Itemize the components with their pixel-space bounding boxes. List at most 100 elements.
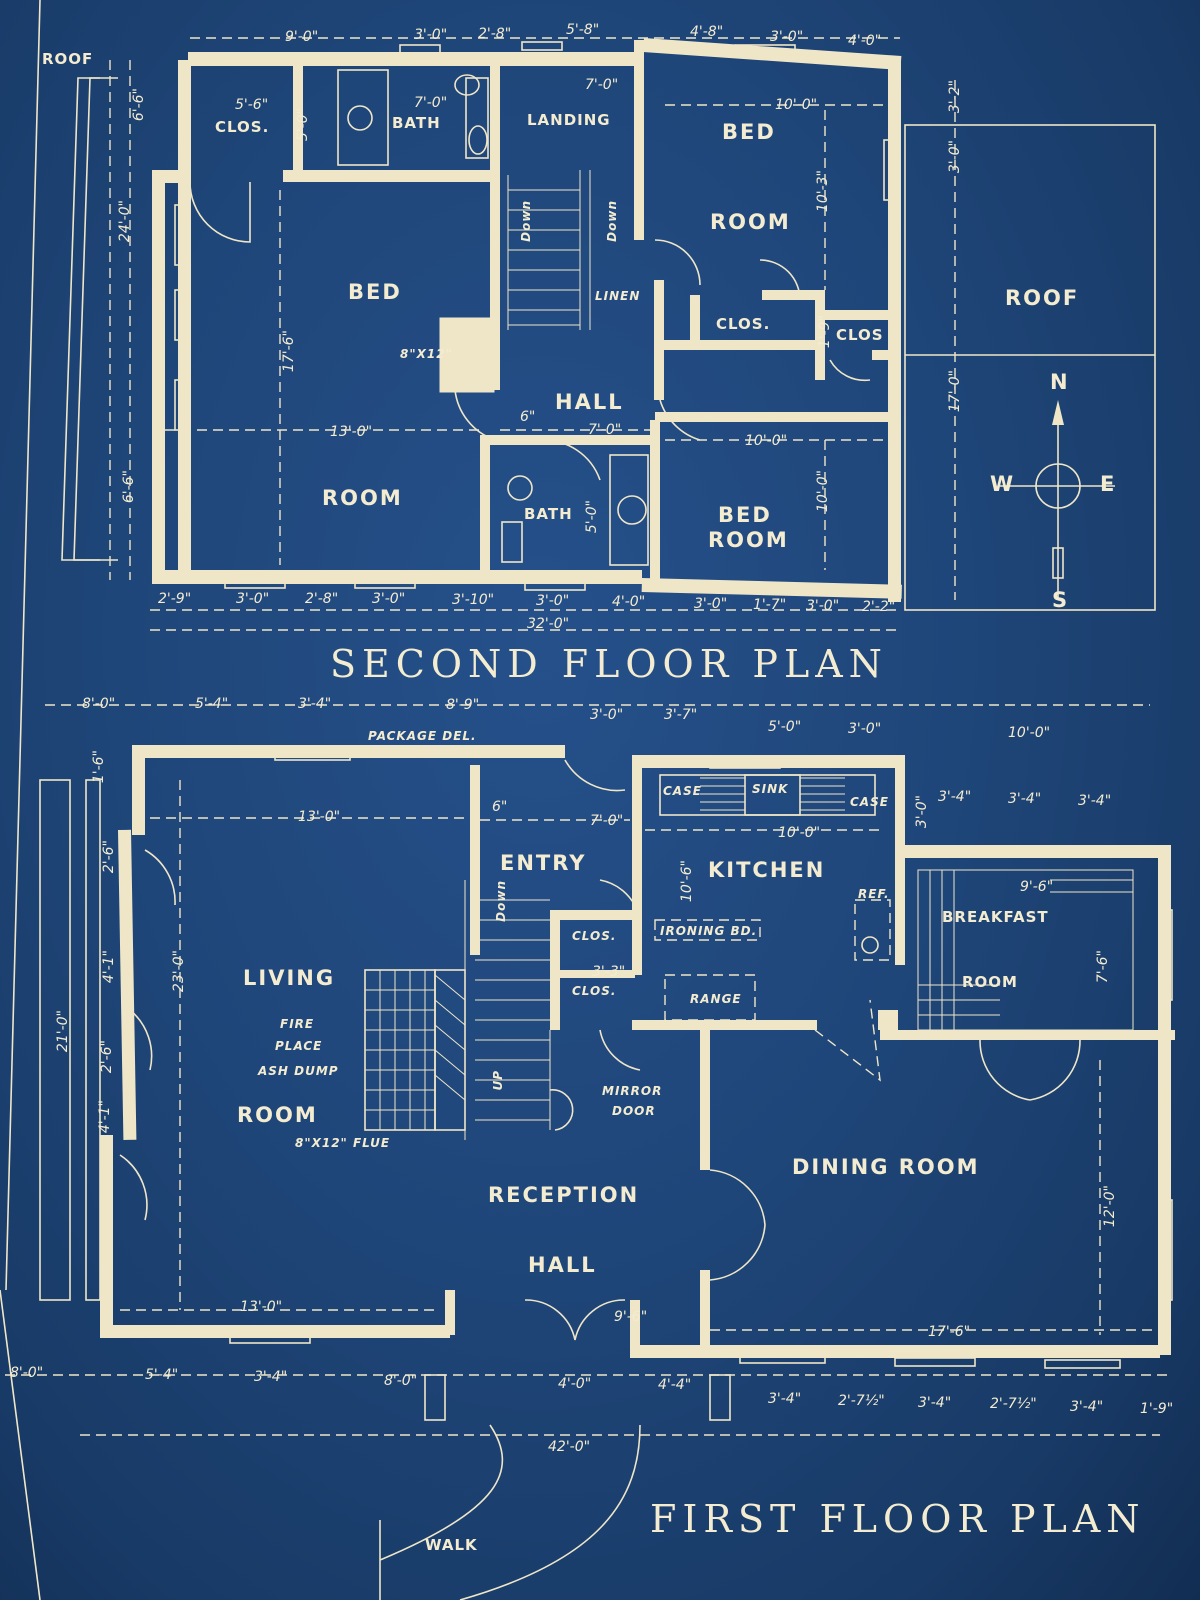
dimension: 2'-9"	[158, 591, 192, 607]
dimension: 3'-0"	[694, 596, 728, 612]
closet-label: CLOS.	[716, 315, 771, 333]
dimension: 1'-6"	[91, 750, 107, 784]
dimension: 3'-0"	[914, 795, 930, 829]
dimension: 3'-4"	[768, 1391, 802, 1407]
dimension: 7'-0"	[585, 77, 619, 93]
ironing-board-label: IRONING BD.	[660, 924, 758, 938]
dining-room-label: DINING ROOM	[792, 1155, 980, 1179]
dimension: 9'-6"	[614, 1309, 648, 1325]
first-floor-windows	[229, 751, 1173, 1369]
living-room-label: ROOM	[237, 1103, 318, 1127]
dimension: 3'-0"	[590, 707, 624, 723]
first-floor-walls	[100, 745, 1175, 1358]
case-label: CASE	[663, 784, 702, 798]
dimension: 3'-10"	[452, 592, 495, 608]
dimension: 2'-8"	[478, 26, 512, 42]
walk-label: WALK	[425, 1536, 478, 1554]
dimension: 3'-0"	[372, 591, 406, 607]
dimension: 8'-0"	[82, 696, 116, 712]
stair-down-label: Down	[519, 200, 533, 242]
range-label: RANGE	[690, 992, 742, 1006]
dimension: 3'-4"	[1008, 791, 1042, 807]
dimension: 7'-0"	[590, 813, 624, 829]
dimension: 3'-4"	[254, 1369, 288, 1385]
dimension: 4'-8"	[690, 24, 724, 40]
first-floor-fixtures	[5, 704, 1170, 1600]
breakfast-room-label: ROOM	[962, 973, 1018, 991]
mirror-door-label: MIRROR	[602, 1084, 663, 1098]
dimension: 3'-0"	[414, 27, 448, 43]
roof-label: ROOF	[1005, 286, 1080, 310]
dimension: 5'-4"	[195, 696, 229, 712]
reception-hall-label: RECEPTION	[488, 1183, 640, 1207]
package-delivery-label: PACKAGE DEL.	[368, 729, 477, 743]
dimension: 3'-3"	[592, 964, 626, 980]
dimension: 2'-6"	[101, 840, 117, 874]
fireplace-label: FIRE	[280, 1017, 315, 1031]
dimension: 4'-1"	[101, 950, 117, 984]
dimension: 4'-4"	[658, 1377, 692, 1393]
dimension: 1'-7"	[753, 597, 787, 613]
mirror-door-label: DOOR	[612, 1104, 656, 1118]
dimension: 10'-0"	[815, 470, 831, 513]
stair-down-label: Down	[494, 880, 508, 922]
dimension: 17'-6"	[928, 1324, 971, 1340]
dimension: 10'-6"	[679, 860, 695, 903]
dimension: 6'-6"	[121, 470, 137, 504]
dimension: 3'-4"	[918, 1395, 952, 1411]
dimension: 42'-0"	[548, 1439, 591, 1455]
stair-up-label: UP	[491, 1070, 505, 1091]
dimension: 3'-2"	[947, 80, 963, 114]
refrigerator-label: REF.	[858, 887, 890, 901]
dimension: 10'-0"	[778, 825, 821, 841]
dimension: 12'-0"	[1102, 1185, 1118, 1228]
first-floor-title: FIRST FLOOR PLAN	[650, 1497, 1146, 1541]
ash-dump-label: ASH DUMP	[258, 1064, 339, 1078]
dimension: 21'-0"	[55, 1010, 71, 1053]
dimension: 3'-0"	[536, 593, 570, 609]
dimension: 4'-1"	[97, 1100, 113, 1134]
dimension: 10'-0"	[775, 97, 818, 113]
compass-north: N	[1050, 370, 1070, 394]
dimension: 8'-0"	[10, 1365, 44, 1381]
dimension: 5'-0"	[768, 719, 802, 735]
closet-label: CLOS.	[215, 118, 270, 136]
bath-label: BATH	[524, 505, 573, 523]
fireplace-label: PLACE	[275, 1039, 323, 1053]
dimension: 5'-8"	[566, 22, 600, 38]
breakfast-room-label: BREAKFAST	[942, 908, 1049, 926]
dimension: 4'-0"	[558, 1376, 592, 1392]
bed-room-label: BED	[722, 120, 776, 144]
dimension: 8'-0"	[384, 1373, 418, 1389]
dimension: 3'-0"	[947, 140, 963, 174]
sheet-border-line	[5, 0, 41, 1291]
second-floor-windows	[174, 41, 893, 595]
dimension: 3'-4"	[1070, 1399, 1104, 1415]
closet-label: CLOS.	[572, 984, 617, 998]
second-floor-fixtures	[61, 37, 1156, 631]
dimension: 6"	[520, 409, 536, 425]
dimension: 6"	[492, 799, 508, 815]
closet-label: CLOS	[836, 326, 884, 344]
dimension: 5'-6"	[235, 97, 269, 113]
dimension: 4'-0"	[612, 594, 646, 610]
dimension: 5'-4"	[145, 1367, 179, 1383]
bed-room-label: BED	[348, 280, 402, 304]
dimension: 3'-7"	[664, 707, 698, 723]
dimension: 3'-4"	[1078, 793, 1112, 809]
sheet-border-line	[0, 1289, 41, 1600]
dimension: 7'-6"	[1095, 950, 1111, 984]
dimension: 3'-4"	[938, 789, 972, 805]
living-room-label: LIVING	[243, 966, 336, 990]
second-floor-title: SECOND FLOOR PLAN	[330, 642, 888, 686]
closet-label: CLOS.	[572, 929, 617, 943]
hall-label: HALL	[555, 390, 624, 414]
dimension: 2'-6"	[99, 1040, 115, 1074]
flue-label: 8"X12" FLUE	[295, 1136, 391, 1150]
dimension: 13'-0"	[330, 424, 373, 440]
dimension: 13'-0"	[240, 1299, 283, 1315]
dimension: 24'-0"	[117, 200, 133, 243]
bath-label: BATH	[392, 114, 441, 132]
